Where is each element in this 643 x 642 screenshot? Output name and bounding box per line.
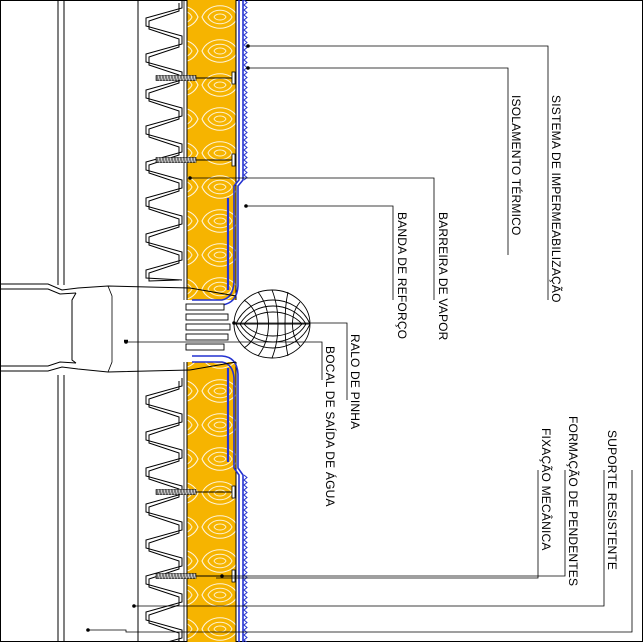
label-slope-formation: FORMAÇÃO DE PENDENTES	[566, 416, 580, 586]
support-column-lines	[57, 0, 139, 642]
label-waterproofing-system: SISTEMA DE IMPERMEABILIZAÇÃO	[549, 95, 563, 303]
deck-corrugation-inner	[148, 3, 180, 282]
mechanical-fixing-screw	[155, 71, 236, 85]
deck-corrugation	[145, 378, 183, 642]
mechanical-fixing-screw	[155, 485, 236, 499]
resistant-support-deck	[145, 0, 183, 642]
deck-corrugation	[145, 0, 183, 281]
label-resistant-support: SUPORTE RESISTENTE	[605, 430, 619, 570]
leader-dots	[86, 44, 250, 632]
deck-corrugation-inner	[148, 381, 180, 642]
label-reinforcement-band: BANDA DE REFORÇO	[395, 212, 409, 339]
label-thermal-insulation: ISOLAMENTO TÉRMICO	[509, 95, 524, 236]
water-outlet	[0, 283, 237, 373]
label-vapour-barrier: BARREIRA DE VAPOR	[436, 212, 450, 341]
mechanical-fixings	[155, 71, 236, 583]
label-water-outlet: BOCAL DE SAÍDA DE ÁGUA	[323, 346, 338, 507]
drain-clamp-ring	[185, 303, 231, 351]
leader-lines	[88, 45, 633, 633]
label-mechanical-fixing: FIXAÇÃO MECÂNICA	[539, 428, 554, 551]
thermal-insulation-layer	[186, 0, 237, 642]
label-pine-drain: RALO DE PINHA	[348, 334, 362, 429]
pine-drain-grate	[233, 289, 311, 359]
mechanical-fixing-screw	[155, 153, 236, 167]
